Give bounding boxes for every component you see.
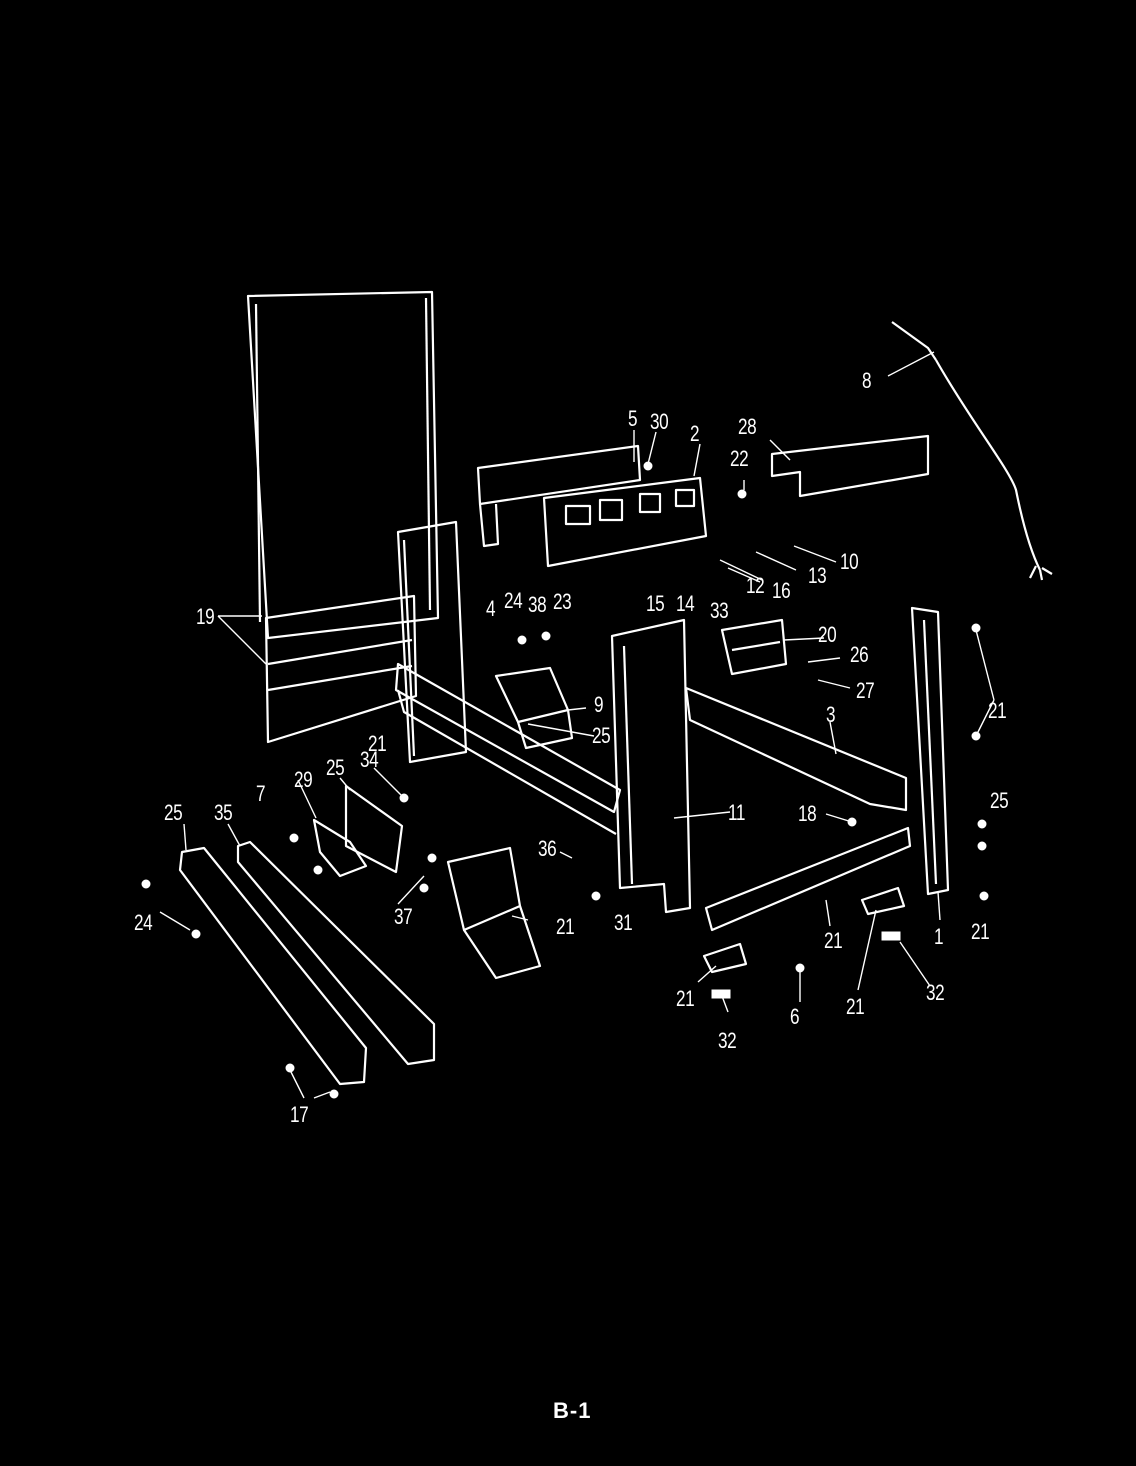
callout-21-right-upper: 21	[988, 698, 1007, 723]
callout-17-right: 32	[926, 980, 945, 1005]
callout-3: 3	[826, 702, 836, 727]
hinge-part-37	[446, 846, 542, 980]
callout-7: 29	[294, 767, 313, 792]
bracket-part-7	[312, 818, 368, 878]
callout-38: 38	[528, 592, 547, 617]
callout-13: 13	[808, 563, 827, 588]
callout-4: 4	[486, 596, 496, 621]
callout-20: 20	[818, 622, 837, 647]
page-label: B-1	[553, 1398, 592, 1423]
callout-28: 28	[738, 414, 757, 439]
callout-32-left: 21	[676, 986, 695, 1011]
callout-18: 18	[798, 801, 817, 826]
callout-25-left: 7	[256, 781, 266, 806]
callout-12: 12	[746, 573, 765, 598]
cover-part-28	[770, 434, 930, 498]
screws	[141, 461, 989, 1099]
callout-21-right-lower: 21	[971, 919, 990, 944]
frame-upright-part-34	[396, 520, 468, 764]
control-board-part-2	[542, 476, 708, 568]
frame-upright-part-11	[610, 618, 692, 914]
callout-25-center: 34	[360, 747, 379, 772]
right-upright-part-6	[910, 606, 950, 896]
callout-26: 26	[850, 642, 869, 667]
power-cord-part-8	[891, 321, 1053, 581]
leader-lines	[159, 351, 995, 1099]
bracket-part-4	[494, 666, 574, 750]
callout-32-right: 21	[846, 994, 865, 1019]
leg-part-32-left	[702, 942, 748, 974]
callout-10: 10	[840, 549, 859, 574]
lower-rail-part-36	[236, 840, 436, 1066]
bottom-rail-part-1	[704, 826, 912, 932]
callout-27: 27	[856, 678, 875, 703]
callout-17-left: 32	[718, 1028, 737, 1053]
callout-8: 8	[862, 368, 872, 393]
front-rail	[394, 662, 622, 835]
callout-37: 21	[556, 914, 575, 939]
plate-part-29	[344, 784, 404, 874]
callout-29: 25	[326, 755, 345, 780]
callout-6: 1	[934, 924, 944, 949]
foot-part-17-left	[711, 989, 731, 999]
callout-23: 23	[553, 589, 572, 614]
foot-part-17-right	[881, 931, 901, 941]
callout-25: 25	[592, 723, 611, 748]
leg-part-32-right	[860, 886, 906, 916]
callout-11: 11	[728, 800, 746, 825]
control-housing-part-5	[476, 444, 642, 548]
callout-22: 22	[730, 446, 749, 471]
callout-35: 25	[164, 800, 183, 825]
callout-24: 24	[504, 588, 523, 613]
callout-21-lower-left: 17	[290, 1102, 309, 1127]
callout-31: 36	[538, 836, 557, 861]
callout-14: 14	[676, 591, 695, 616]
callout-21-center: 31	[614, 910, 633, 935]
callout-19: 19	[196, 604, 215, 629]
callout-1: 21	[824, 928, 843, 953]
callout-21-bottom: 6	[790, 1004, 800, 1029]
callout-36: 35	[214, 800, 233, 825]
callout-21-left: 24	[134, 910, 153, 935]
side-panel-part-19	[246, 290, 440, 744]
callout-2: 2	[690, 421, 700, 446]
callout-34: 21	[368, 731, 387, 756]
lower-rail-part-35	[178, 846, 368, 1086]
callout-5: 5	[628, 406, 638, 431]
callout-9: 9	[594, 692, 604, 717]
callout-30: 30	[650, 409, 669, 434]
callout-24-lower: 37	[394, 904, 413, 929]
callout-33: 33	[710, 598, 729, 623]
switch-assembly-part-20	[720, 618, 788, 676]
callout-16: 16	[772, 578, 791, 603]
callout-25-right: 25	[990, 788, 1009, 813]
side-rail-part-3	[684, 686, 908, 812]
callout-15: 15	[646, 591, 665, 616]
